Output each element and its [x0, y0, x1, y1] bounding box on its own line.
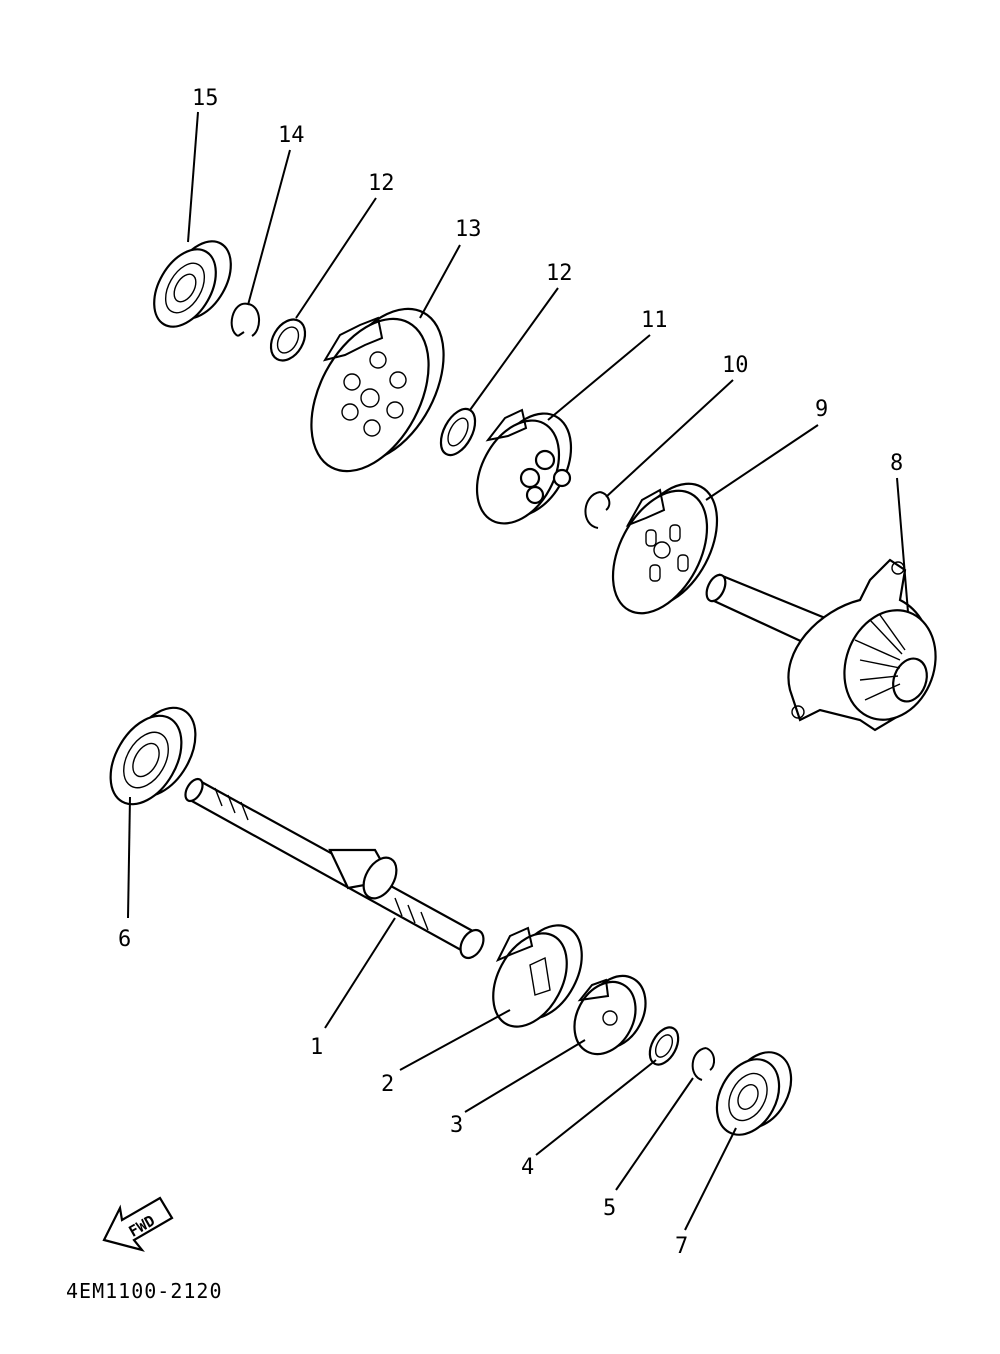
leader-line-11 — [547, 334, 651, 421]
gear-part-11 — [475, 408, 573, 525]
leader-line-8 — [896, 477, 909, 613]
leader-line-5 — [615, 1077, 694, 1191]
leader-line-9 — [705, 424, 819, 501]
callout-numbers: 15 14 12 13 12 11 10 9 8 6 1 2 3 4 5 7 — [118, 86, 903, 1259]
gear-part-2 — [492, 924, 583, 1028]
leader-line-14 — [247, 149, 291, 306]
leader-line-15 — [187, 111, 199, 243]
callout-5: 5 — [603, 1196, 616, 1221]
gear-part-13 — [310, 307, 445, 473]
callout-15: 15 — [192, 86, 219, 111]
callout-8: 8 — [890, 451, 903, 476]
bearing-part-7 — [715, 1051, 793, 1136]
callout-6: 6 — [118, 927, 131, 952]
gear-part-3 — [573, 974, 647, 1056]
callout-1: 1 — [310, 1035, 323, 1060]
leader-line-13 — [419, 244, 461, 319]
washer-part-12-lower — [439, 407, 477, 457]
leader-line-10 — [605, 379, 734, 498]
callout-13: 13 — [455, 217, 482, 242]
shaft-housing-part-8 — [705, 558, 937, 732]
leader-line-7 — [684, 1127, 737, 1231]
callout-12-upper: 12 — [368, 171, 395, 196]
leader-line-2 — [399, 1009, 511, 1071]
washer-part-12-upper — [269, 318, 307, 362]
callout-2: 2 — [381, 1072, 394, 1097]
gear-part-9 — [611, 482, 719, 615]
leader-lines — [127, 111, 909, 1231]
fwd-arrow-icon: FWD — [102, 1196, 174, 1252]
callout-14: 14 — [278, 123, 305, 148]
callout-9: 9 — [815, 397, 828, 422]
callout-4: 4 — [521, 1155, 534, 1180]
leader-line-6 — [127, 796, 131, 919]
main-shaft-part-1 — [184, 777, 485, 960]
leader-line-12-lower — [469, 287, 559, 411]
leader-line-4 — [535, 1059, 657, 1156]
callout-12-lower: 12 — [546, 261, 573, 286]
washer-part-4 — [648, 1026, 680, 1066]
leader-line-1 — [324, 917, 396, 1029]
leader-line-12-upper — [295, 197, 377, 319]
circlip-part-10 — [584, 491, 611, 529]
bearing-part-6 — [109, 706, 197, 806]
drawing-code: 4EM1100-2120 — [66, 1279, 223, 1303]
callout-3: 3 — [450, 1113, 463, 1138]
leader-line-3 — [464, 1039, 586, 1113]
callout-11: 11 — [641, 308, 668, 333]
circlip-part-14 — [230, 302, 260, 337]
callout-10: 10 — [722, 353, 749, 378]
circlip-part-5 — [691, 1047, 716, 1081]
callout-7: 7 — [675, 1234, 688, 1259]
bearing-part-15 — [153, 240, 232, 328]
